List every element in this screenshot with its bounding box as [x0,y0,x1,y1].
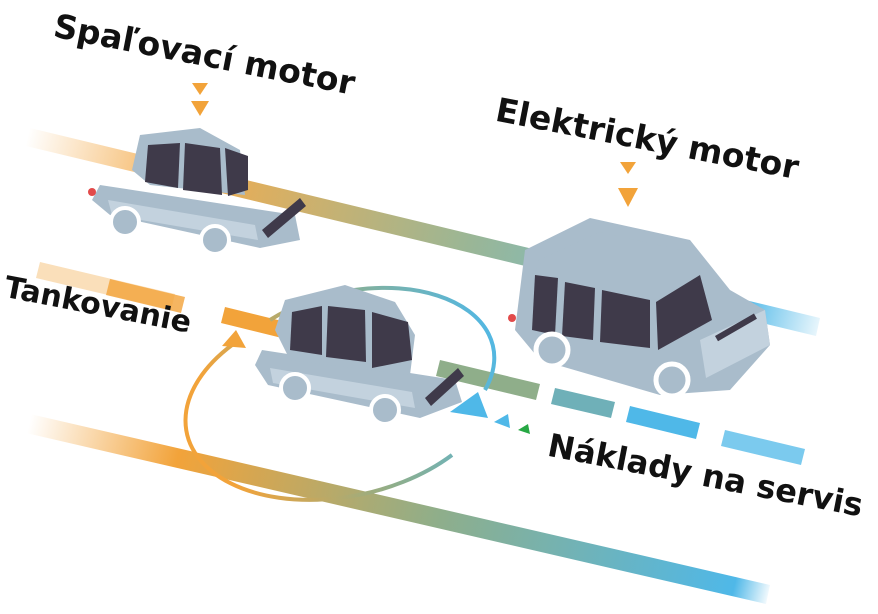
cycle-arrow-icon [222,330,246,348]
electric-car [508,218,770,399]
triangle-arrow-icon [450,392,530,434]
combustion-car [88,128,306,256]
service-car [255,285,464,426]
down-arrow-icon [191,83,209,116]
down-arrow-icon [618,162,638,207]
road-bottom [26,414,770,604]
